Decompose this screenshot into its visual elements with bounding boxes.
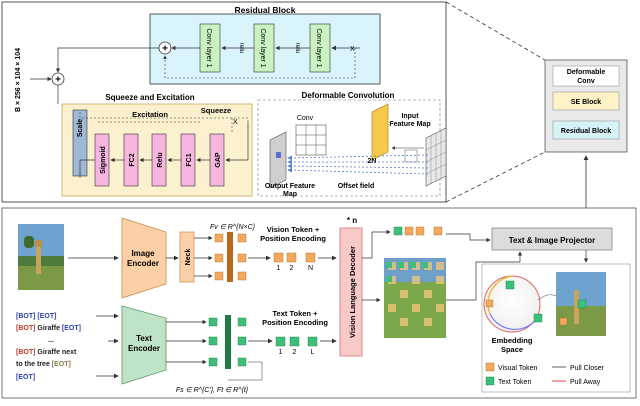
block-legend-panel: Deformable Conv SE Block Residual Block (544, 59, 628, 153)
conv-layer-1-label: Conv layer 1 (205, 28, 212, 67)
output-feature-map (269, 131, 287, 189)
text-image-projector (491, 227, 613, 251)
excitation-label: Excitation (132, 110, 168, 119)
legend-text-token: Text Token (498, 379, 531, 386)
projector-label: Text & Image Projector (509, 236, 596, 245)
svg-text:[BOT] Giraffe next: [BOT] Giraffe next (16, 349, 77, 356)
output-map-label-2: Map (283, 191, 297, 198)
fv-formula: Fv ∈ R^{N×C} (210, 224, 256, 231)
se-x-mark: X (233, 119, 238, 126)
sigmoid-label: Sigmoid (100, 146, 107, 174)
vision-index-1: 1 (277, 265, 281, 272)
residual-block: Residual Block X Conv layer 1 relu Conv … (55, 5, 381, 85)
svg-text:[EOT]: [EOT] (16, 374, 35, 381)
svg-text:[BOT] [EOT]: [BOT] [EOT] (16, 313, 56, 320)
svg-text:[BOT] Giraffe [EOT]: [BOT] Giraffe [EOT] (16, 325, 81, 332)
text-encoder (121, 305, 167, 385)
conv-label: Conv (297, 115, 314, 122)
vision-token-label-2: Position Encoding (260, 234, 326, 243)
neck-label: Neck (185, 249, 192, 266)
se-block-title: Squeeze and Excitation (105, 93, 194, 102)
text-token-swatch (485, 376, 495, 386)
legend-pull-away: Pull Away (570, 379, 601, 386)
two-n-label: 2N (368, 158, 377, 165)
input-map-label-2: Feature Map (389, 121, 430, 128)
svg-text:+: + (55, 75, 61, 86)
tensor-shape-label: B × 256 × 104 × 104 (15, 48, 22, 112)
legend-pull-closer: Pull Closer (570, 365, 605, 372)
output-map-label-1: Output Feature (265, 183, 315, 190)
offset-field-map (371, 103, 389, 161)
deformable-conv-block: Deformable Convolution Conv Output Featu… (257, 91, 447, 198)
svg-text:+: + (162, 44, 168, 55)
embedding-label-1: Embedding (492, 336, 533, 345)
legend-deformable-conv (552, 65, 620, 87)
prompt-1-eot: [EOT] (35, 313, 56, 320)
vision-index-n: N (308, 265, 313, 272)
relu-block-label: Relu (157, 152, 164, 167)
neck-block (179, 231, 195, 283)
svg-text:...: ... (48, 337, 54, 344)
text-prompts: [BOT] [EOT] [BOT] Giraffe [EOT] ... [BOT… (16, 313, 81, 381)
squeeze-label: Squeeze (201, 106, 231, 115)
legend-item-residual: Residual Block (561, 128, 611, 135)
text-feature-stack (208, 315, 247, 369)
deformable-conv-title: Deformable Convolution (302, 91, 395, 100)
legend-visual-token: Visual Token (498, 365, 538, 372)
text-token-row (275, 336, 318, 347)
embedding-label-2: Space (501, 345, 523, 354)
legend-item-deformable-1: Deformable (567, 69, 606, 76)
scale-label: Scale (77, 119, 84, 137)
svg-text:to the tree [EOT]: to the tree [EOT] (16, 361, 71, 368)
text-token-label-1: Text Token + (273, 309, 319, 318)
token-legend: Visual Token Pull Closer Text Token Pull… (485, 362, 605, 386)
input-image (18, 224, 64, 290)
image-encoder (121, 217, 167, 299)
fc2-label: FC2 (129, 153, 136, 166)
legend-residual-block (552, 120, 620, 140)
visual-token-swatch (485, 362, 495, 372)
text-index-2: 2 (293, 349, 297, 356)
residual-x-mark: X (350, 46, 355, 53)
vision-token-label-1: Vision Token + (267, 225, 320, 234)
conv-layer-3-label: Conv layer 1 (315, 28, 322, 67)
fc1-label: FC1 (186, 153, 193, 166)
bottom-formula: Fs ∈ R^{C'}, Ft ∈ R^{t} (176, 387, 249, 394)
conv-layer-2-label: Conv layer 1 (259, 28, 266, 67)
offset-field-label: Offset field (338, 183, 375, 190)
image-encoder-label-1: Image (131, 249, 155, 258)
text-encoder-label-2: Encoder (128, 344, 160, 353)
repeat-label: * n (347, 216, 357, 225)
patched-image (384, 258, 446, 338)
text-encoder-label-1: Text (136, 334, 152, 343)
prompt-1-bot: [BOT] (16, 313, 35, 320)
decoder-label: Vision Language Decoder (348, 246, 357, 338)
text-index-l: L (311, 349, 315, 356)
decoder-output-tokens (393, 226, 443, 236)
legend-item-deformable-2: Conv (577, 78, 595, 85)
gap-label: GAP (215, 152, 222, 168)
vision-language-decoder (339, 227, 363, 357)
embedding-space-panel: Embedding Space (481, 263, 631, 393)
input-map-label-1: Input (401, 113, 419, 120)
vision-feature-stack (214, 232, 247, 282)
legend-item-se: SE Block (571, 99, 601, 106)
residual-block-title: Residual Block (235, 5, 296, 15)
vision-index-2: 2 (290, 265, 294, 272)
text-index-1: 1 (279, 349, 283, 356)
text-token-label-2: Position Encoding (262, 318, 328, 327)
conv-grid (295, 124, 327, 156)
legend-se-block (552, 91, 620, 111)
image-encoder-label-2: Encoder (127, 259, 159, 268)
vision-token-row (273, 252, 316, 263)
se-block: Squeeze and Excitation Excitation Squeez… (61, 93, 253, 197)
